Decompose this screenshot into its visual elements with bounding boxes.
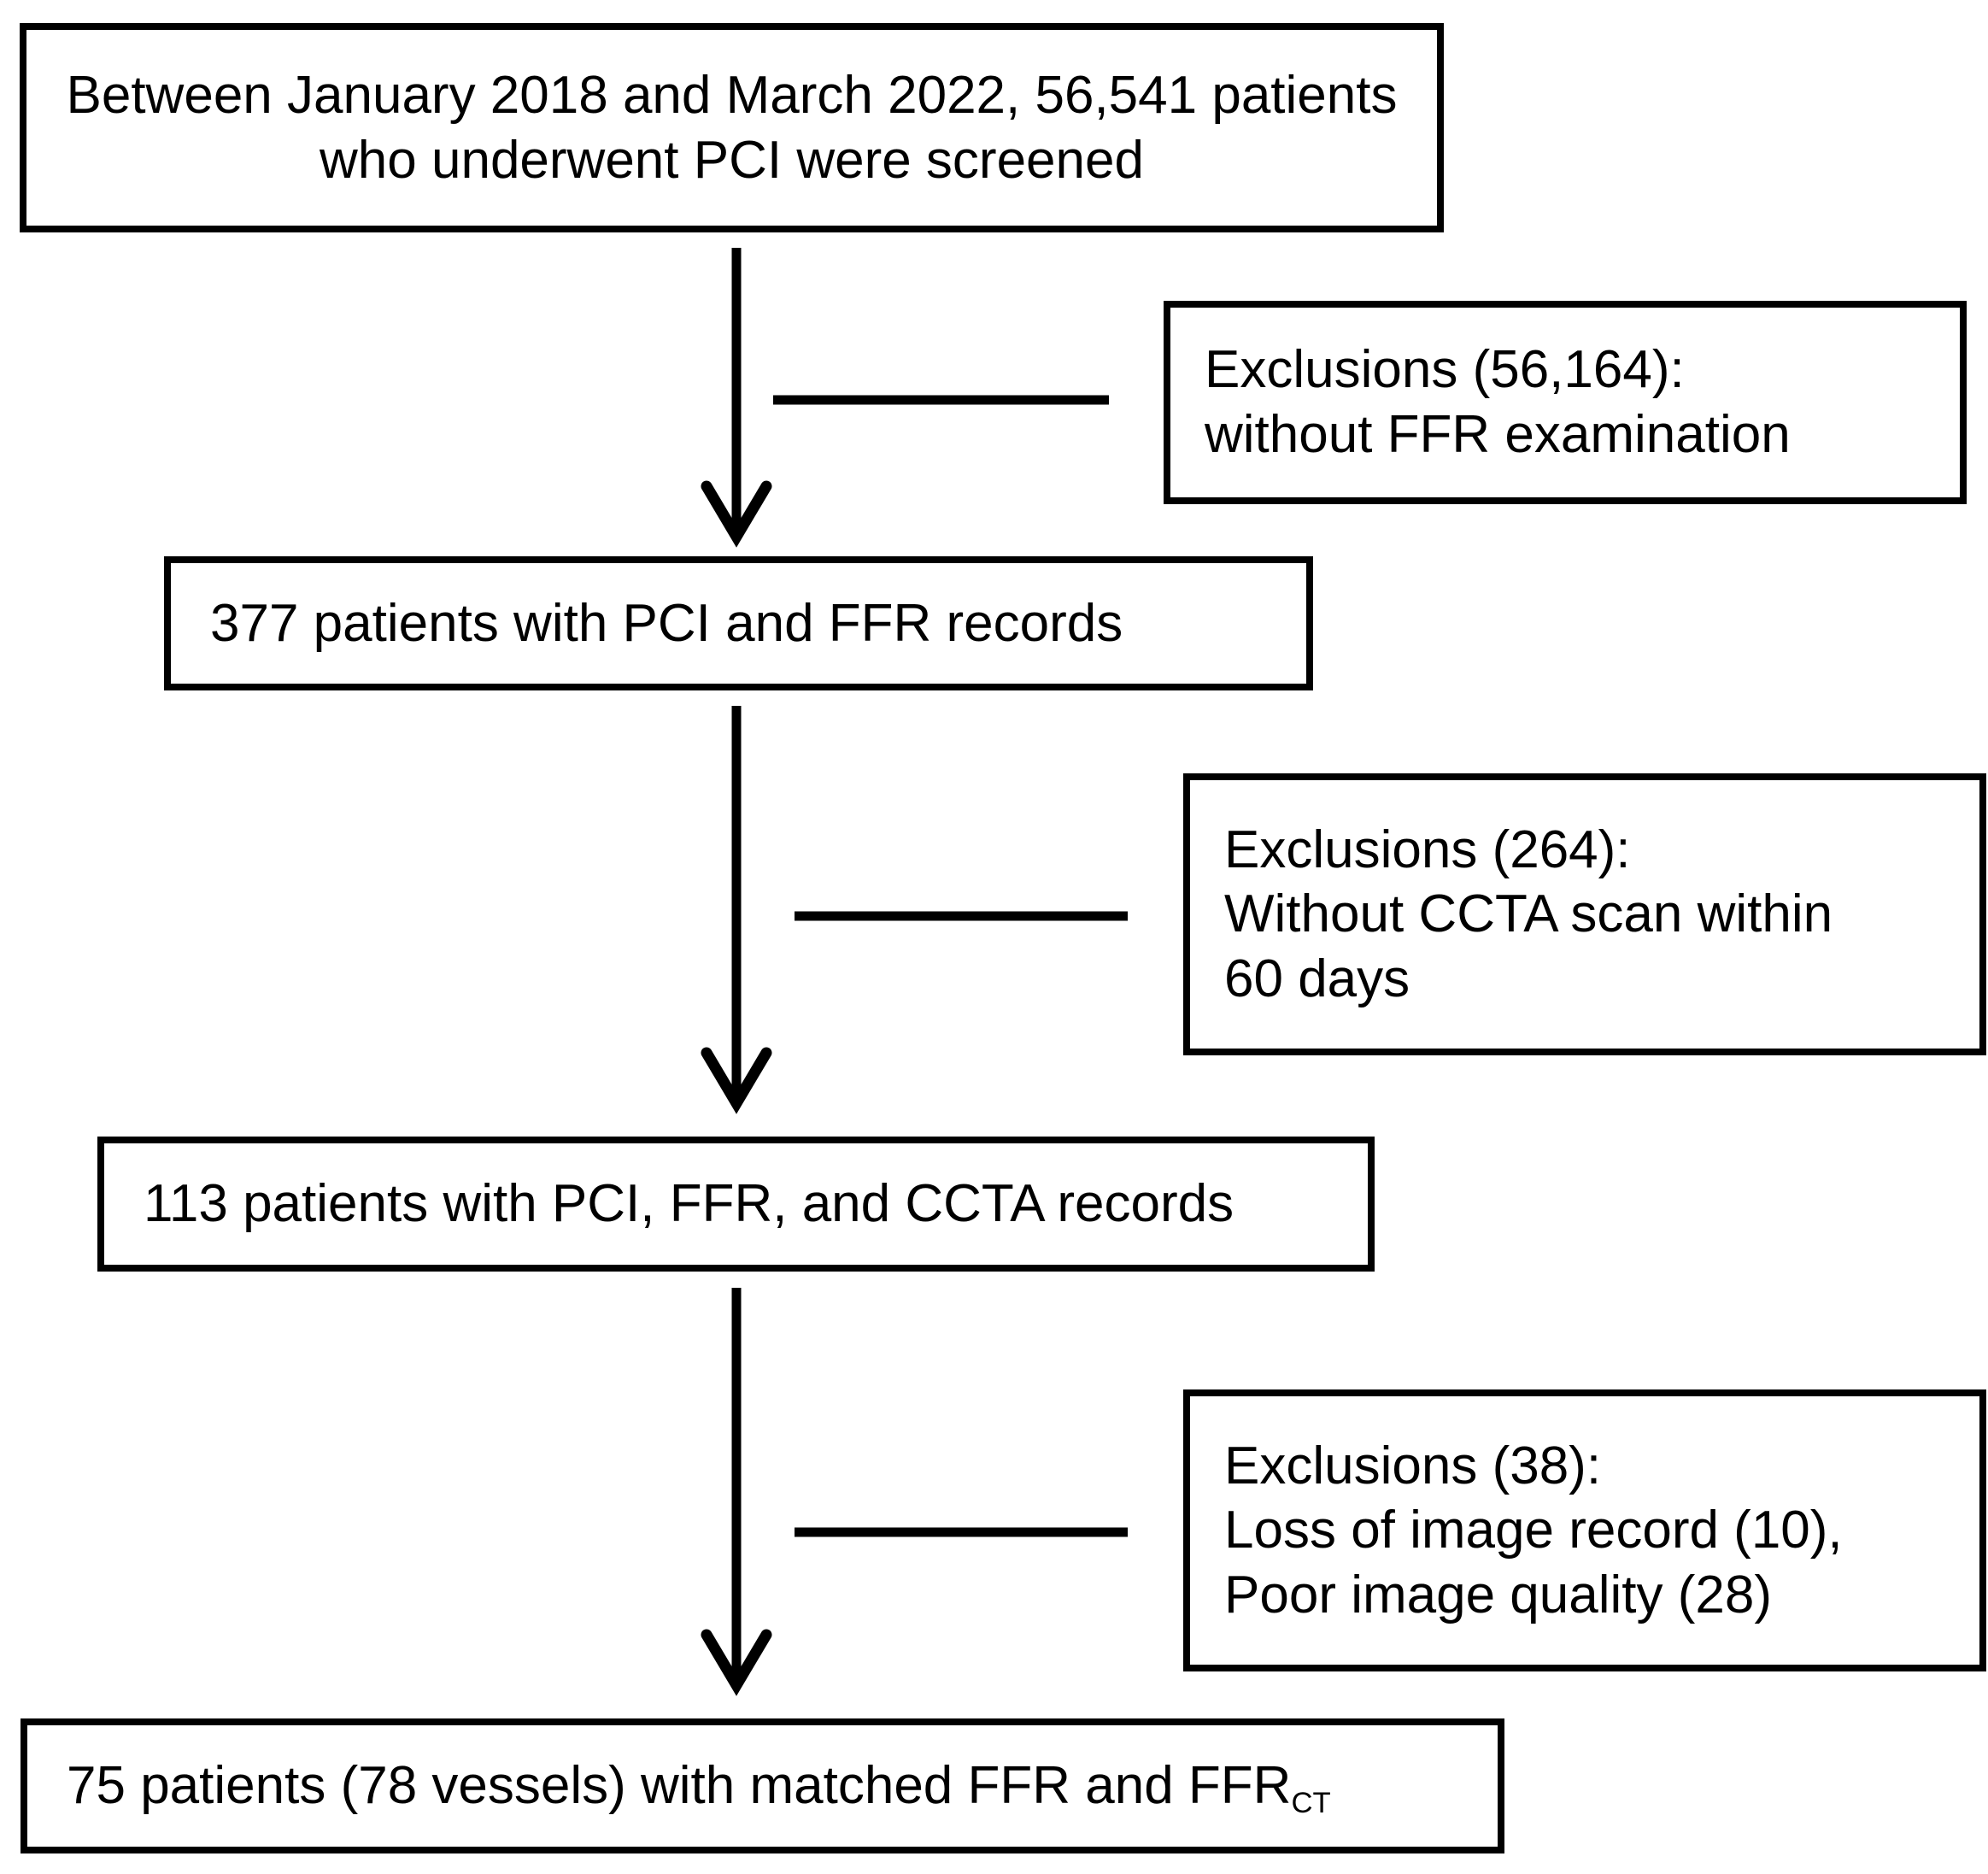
node-pci-ffr-ccta-records: 113 patients with PCI, FFR, and CCTA rec… <box>97 1137 1375 1272</box>
exclusion-2-line-1: Exclusions (264): <box>1224 820 1631 879</box>
exclusion-3-line-2: Loss of image record (10), <box>1224 1501 1843 1560</box>
exclusion-2-line-2: Without CCTA scan within <box>1224 884 1833 944</box>
exclusion-1-line-1: Exclusions (56,164): <box>1205 340 1685 400</box>
node-screened: Between January 2018 and March 2022, 56,… <box>20 23 1444 232</box>
exclusion-1-line-2: without FFR examination <box>1205 405 1791 464</box>
exclusion-box-1: Exclusions (56,164): without FFR examina… <box>1164 301 1967 504</box>
node-screened-label: Between January 2018 and March 2022, 56,… <box>66 65 1398 190</box>
exclusion-2-line-3: 60 days <box>1224 949 1410 1008</box>
node-pci-ffr-ccta-records-label: 113 patients with PCI, FFR, and CCTA rec… <box>144 1174 1234 1234</box>
exclusion-3-line-1: Exclusions (38): <box>1224 1436 1602 1495</box>
exclusion-3-line-3: Poor image quality (28) <box>1224 1565 1772 1624</box>
node-final-cohort-subscript: CT <box>1291 1786 1331 1819</box>
node-pci-ffr-records: 377 patients with PCI and FFR records <box>164 556 1313 690</box>
node-pci-ffr-records-label: 377 patients with PCI and FFR records <box>210 593 1123 653</box>
arrow-pci-ffr-to-ccta <box>701 706 772 1114</box>
node-final-cohort: 75 patients (78 vessels) with matched FF… <box>21 1718 1504 1853</box>
arrow-ccta-to-final <box>701 1288 772 1696</box>
exclusion-box-2: Exclusions (264): Without CCTA scan with… <box>1183 773 1986 1055</box>
node-final-cohort-text: 75 patients (78 vessels) with matched FF… <box>67 1756 1292 1816</box>
node-final-cohort-label: 75 patients (78 vessels) with matched FF… <box>27 1754 1498 1818</box>
arrow-screened-to-pci-ffr <box>701 248 772 548</box>
exclusion-box-3: Exclusions (38): Loss of image record (1… <box>1183 1389 1986 1671</box>
